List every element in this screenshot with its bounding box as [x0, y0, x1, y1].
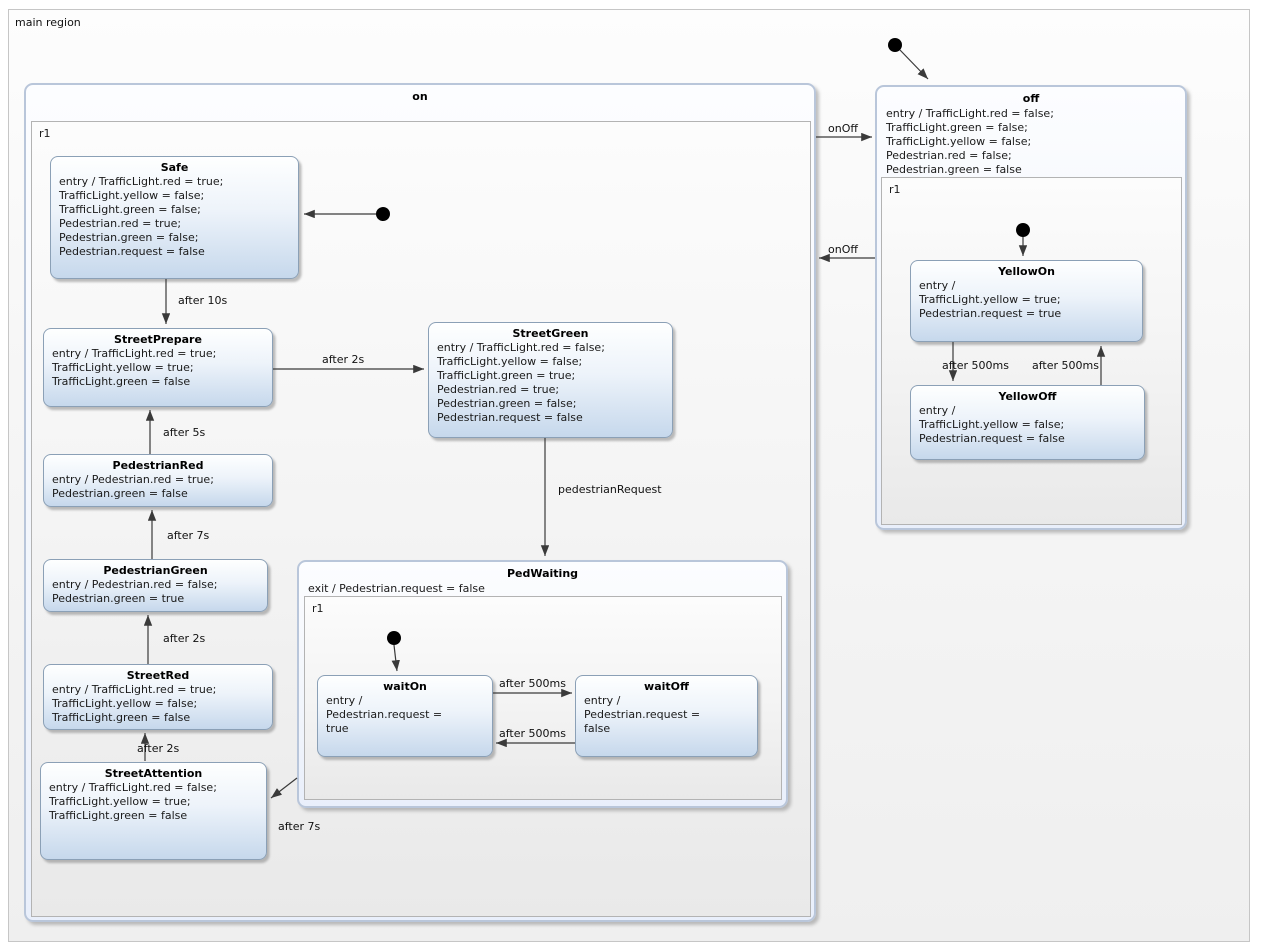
state-street-attention[interactable]: StreetAttention entry / TrafficLight.red…: [40, 762, 267, 860]
region-label: r1: [39, 127, 51, 140]
state-pedestrian-red[interactable]: PedestrianRed entry / Pedestrian.red = t…: [43, 454, 273, 507]
state-body: entry / TrafficLight.red = false; Traffi…: [49, 781, 217, 822]
state-title: YellowOn: [998, 265, 1055, 278]
state-title: waitOn: [383, 680, 427, 693]
transition-label[interactable]: after 5s: [163, 426, 206, 439]
state-body: entry / Pedestrian.request = false: [584, 694, 701, 735]
transition-label[interactable]: after 7s: [167, 529, 210, 542]
state-body: entry / TrafficLight.red = true; Traffic…: [59, 175, 224, 258]
transition-label[interactable]: after 2s: [137, 742, 180, 755]
state-wait-off[interactable]: waitOff entry / Pedestrian.request = fal…: [575, 675, 758, 757]
state-pedestrian-green[interactable]: PedestrianGreen entry / Pedestrian.red =…: [43, 559, 268, 612]
state-street-red[interactable]: StreetRed entry / TrafficLight.red = tru…: [43, 664, 273, 730]
state-body: entry / Pedestrian.red = true; Pedestria…: [52, 473, 214, 500]
state-body: entry / TrafficLight.red = true; Traffic…: [52, 683, 217, 724]
state-title: StreetAttention: [104, 767, 203, 780]
transition-label[interactable]: after 500ms: [1032, 359, 1099, 372]
state-safe[interactable]: Safe entry / TrafficLight.red = true; Tr…: [50, 156, 299, 279]
state-title: waitOff: [644, 680, 689, 693]
transition-label[interactable]: after 500ms: [499, 677, 566, 690]
state-title: PedestrianRed: [112, 459, 204, 472]
transition-label[interactable]: after 500ms: [499, 727, 566, 740]
state-body: entry / TrafficLight.yellow = false; Ped…: [919, 404, 1065, 445]
state-street-green[interactable]: StreetGreen entry / TrafficLight.red = f…: [428, 322, 673, 438]
region-label: r1: [889, 183, 901, 196]
state-title: PedWaiting: [506, 567, 579, 580]
main-region-label: main region: [15, 16, 81, 29]
state-body: entry / TrafficLight.yellow = true; Pede…: [919, 279, 1062, 320]
region-label: r1: [312, 602, 324, 615]
state-body: entry / TrafficLight.red = true; Traffic…: [52, 347, 217, 388]
state-title: StreetPrepare: [114, 333, 202, 346]
transition-label[interactable]: after 2s: [163, 632, 206, 645]
state-body: entry / TrafficLight.red = false; Traffi…: [437, 341, 605, 424]
transition-label[interactable]: after 2s: [322, 353, 365, 366]
region-r1-off[interactable]: r1: [881, 177, 1182, 525]
state-body: entry / Pedestrian.request = true: [326, 694, 443, 735]
state-title: YellowOff: [998, 390, 1057, 403]
state-title: StreetRed: [126, 669, 190, 682]
state-title: off: [1022, 92, 1040, 105]
state-yellow-off[interactable]: YellowOff entry / TrafficLight.yellow = …: [910, 385, 1145, 460]
state-yellow-on[interactable]: YellowOn entry / TrafficLight.yellow = t…: [910, 260, 1143, 342]
state-exit-actions: exit / Pedestrian.request = false: [308, 582, 485, 595]
state-title: Safe: [160, 161, 189, 174]
state-wait-on[interactable]: waitOn entry / Pedestrian.request = true: [317, 675, 493, 757]
transition-label[interactable]: after 500ms: [942, 359, 1009, 372]
transition-label[interactable]: onOff: [828, 122, 858, 135]
transition-label[interactable]: pedestrianRequest: [558, 483, 662, 496]
state-body: entry / Pedestrian.red = false; Pedestri…: [52, 578, 218, 605]
state-title: PedestrianGreen: [103, 564, 208, 577]
transition-label[interactable]: onOff: [828, 243, 858, 256]
state-entry-actions: entry / TrafficLight.red = false; Traffi…: [886, 107, 1054, 176]
transition-label[interactable]: after 7s: [278, 820, 321, 833]
state-title: on: [412, 90, 428, 103]
state-street-prepare[interactable]: StreetPrepare entry / TrafficLight.red =…: [43, 328, 273, 407]
state-title: StreetGreen: [512, 327, 589, 340]
transition-label[interactable]: after 10s: [178, 294, 228, 307]
